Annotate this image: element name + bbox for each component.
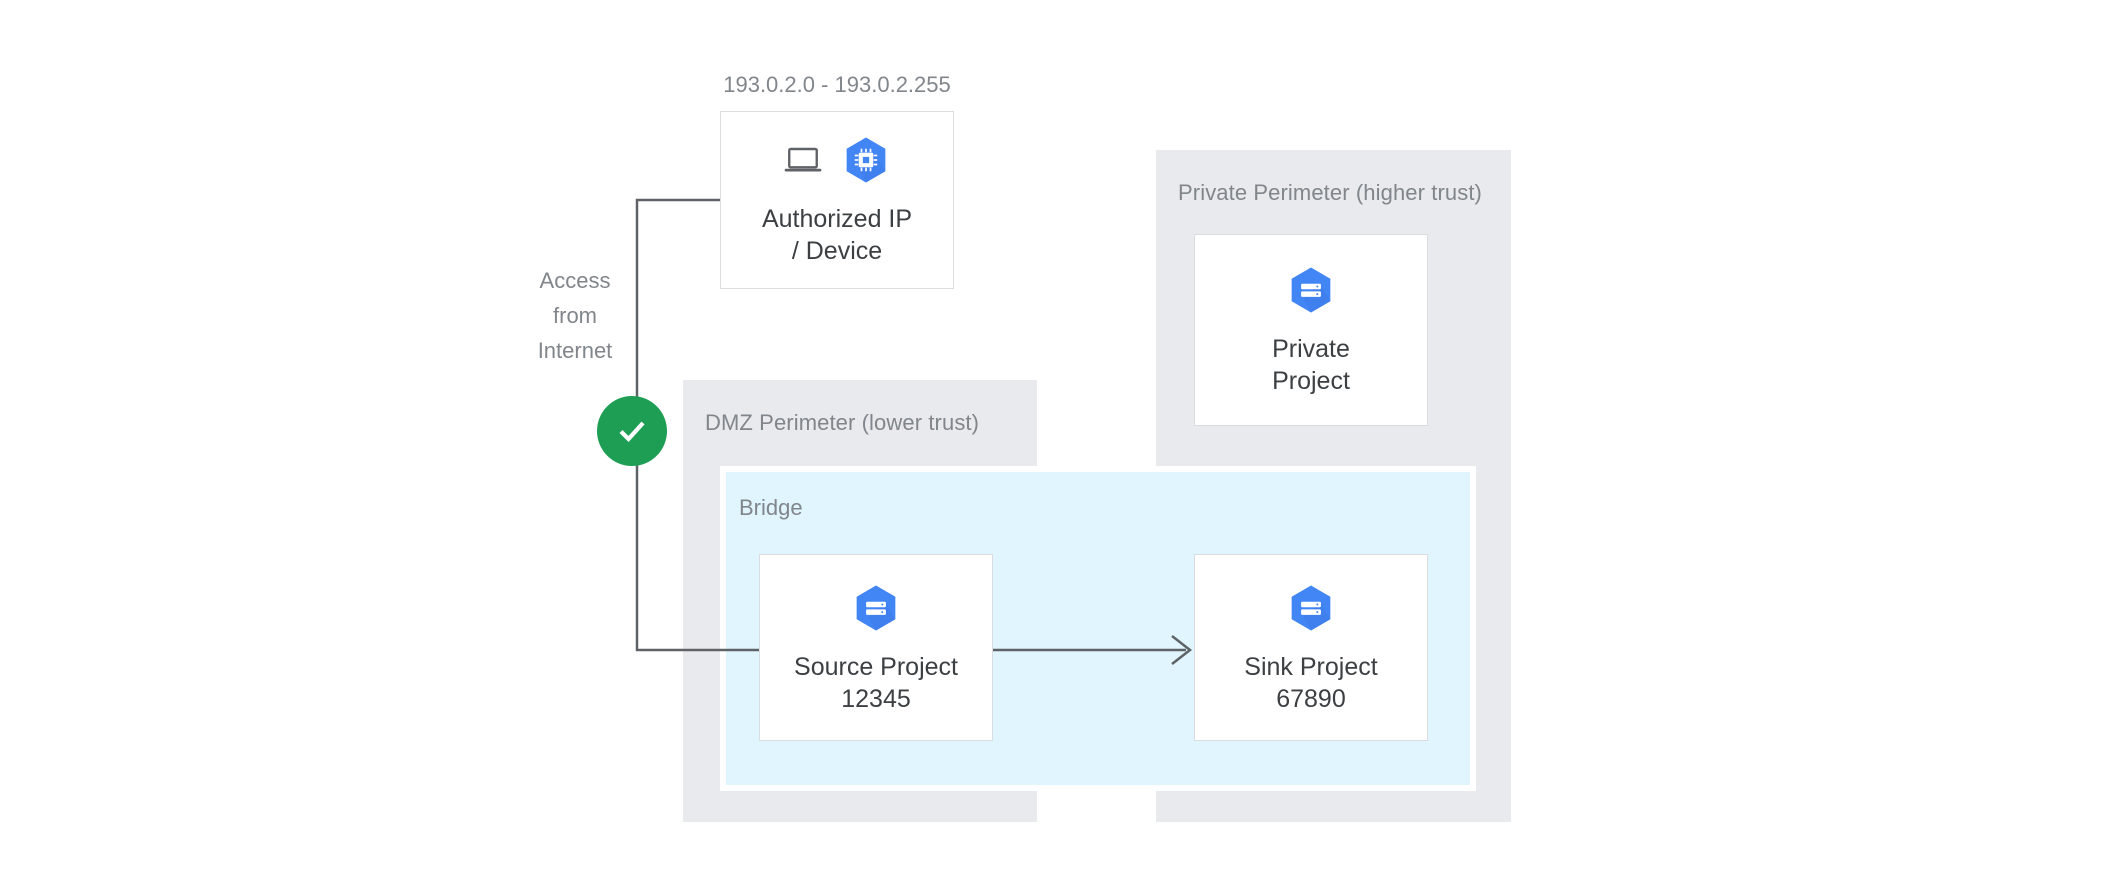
ip-range-label: 193.0.2.0 - 193.0.2.255 xyxy=(723,72,951,97)
project-hexagon-icon xyxy=(1291,267,1331,313)
sink-project-card-title: Sink Project 67890 xyxy=(1244,652,1378,713)
access-from-internet-label: Access from Internet xyxy=(537,268,613,364)
compute-chip-hexagon-icon xyxy=(846,137,886,183)
source-project-icons xyxy=(849,581,903,635)
source-project-card-title: Source Project 12345 xyxy=(794,652,958,713)
check-icon xyxy=(619,421,645,443)
bridge-label: Bridge xyxy=(739,495,803,520)
authorized-device-card-title: Authorized IP / Device xyxy=(761,205,913,265)
private-project-card-title: Private Project xyxy=(1272,335,1350,395)
private-perimeter-label: Private Perimeter (higher trust) xyxy=(1178,180,1482,205)
access-allowed-check-badge[interactable] xyxy=(597,396,667,466)
private-project-icons xyxy=(1284,263,1338,317)
authorized-device-card[interactable]: Authorized IP / Device xyxy=(720,111,954,289)
project-hexagon-icon xyxy=(856,585,896,630)
project-hexagon-icon xyxy=(1291,585,1331,630)
laptop-icon xyxy=(784,147,822,172)
private-project-card[interactable]: Private Project xyxy=(1194,234,1428,426)
dmz-perimeter-label: DMZ Perimeter (lower trust) xyxy=(705,410,980,435)
sink-project-icons xyxy=(1284,581,1338,635)
authorized-device-icons xyxy=(781,133,893,187)
sink-project-card[interactable]: Sink Project 67890 xyxy=(1194,554,1428,741)
source-project-card[interactable]: Source Project 12345 xyxy=(759,554,993,741)
